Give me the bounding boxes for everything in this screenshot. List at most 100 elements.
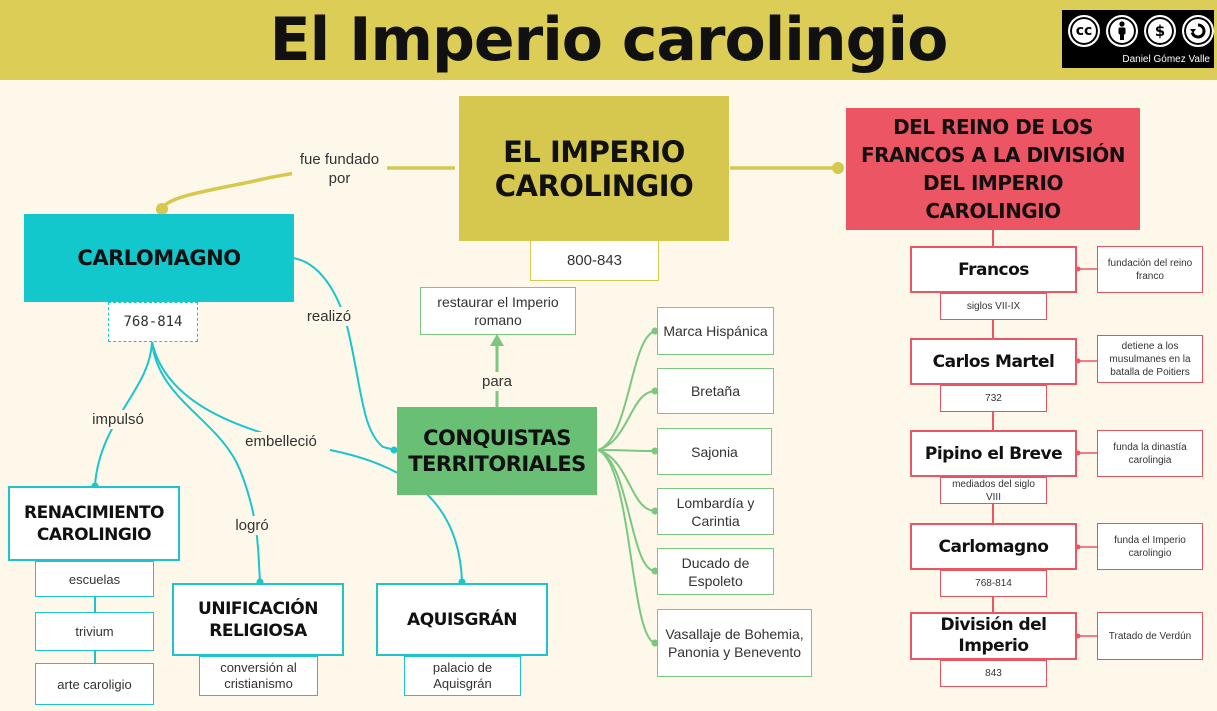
aquisgran-detail-label: palacio de Aquisgrán	[432, 660, 493, 691]
license-badge: cc $ Daniel Gómez Valle	[1062, 10, 1214, 68]
author-name: Daniel Gómez Valle	[1122, 54, 1210, 65]
renacimiento-item-2: trivium	[35, 612, 154, 651]
aquisgran-label: AQUISGRÁN	[407, 609, 517, 630]
para-label: para	[477, 372, 517, 391]
timeline-note-2: detiene a los musulmanes en la batalla d…	[1097, 335, 1203, 383]
fan-line-1	[597, 330, 656, 451]
attribution-icon	[1106, 15, 1138, 47]
aquisgran-detail-box: palacio de Aquisgrán	[404, 656, 521, 696]
sharealike-icon	[1182, 15, 1214, 47]
realizo-dot	[390, 446, 398, 454]
fan-line-4	[597, 449, 656, 512]
territory-box-5: Ducado de Espoleto	[657, 548, 774, 595]
territory-label-4: Lombardía y Carintia	[676, 494, 755, 529]
timeline-date-label-3: mediados del siglo VIII	[952, 478, 1035, 503]
main-dates-box: 800-843	[530, 240, 659, 281]
timeline-step-label-3: Pipino el Breve	[924, 443, 1063, 464]
territory-label-3: Sajonia	[691, 443, 738, 460]
timeline-date-5: 843	[940, 660, 1047, 687]
fan-line-2	[597, 390, 656, 451]
main-topic-box: EL IMPERIO CAROLINGIO	[459, 96, 729, 241]
timeline-date-label-2: 732	[985, 393, 1002, 404]
page-title: El Imperio carolingio	[269, 5, 949, 75]
fan-dot-6	[651, 639, 659, 647]
renacimiento-box: RENACIMIENTO CAROLINGIO	[8, 486, 180, 561]
fan-dot-5	[651, 567, 659, 575]
embellecio-label: embelleció	[232, 432, 330, 451]
unificacion-detail-label: conversión al cristianismo	[220, 660, 297, 691]
purpose-label: restaurar el Imperio romano	[437, 294, 559, 328]
timeline-step-2: Carlos Martel	[910, 338, 1077, 385]
fan-line-5	[597, 449, 656, 572]
timeline-note-label-4: funda el Imperio carolingio	[1114, 534, 1186, 559]
conquistas-box: CONQUISTAS TERRITORIALES	[397, 407, 597, 495]
territory-label-5: Ducado de Espoleto	[681, 554, 750, 589]
cc-icon: cc	[1068, 15, 1100, 47]
renacimiento-item-label-2: trivium	[75, 624, 114, 639]
territory-box-3: Sajonia	[657, 428, 772, 475]
timeline-date-label-1: siglos VII-IX	[966, 301, 1021, 312]
impulso-label: impulsó	[86, 410, 150, 429]
carlomagno-label: CARLOMAGNO	[77, 246, 241, 270]
fan-dot-2	[651, 387, 659, 395]
timeline-note-label-5: Tratado de Verdún	[1108, 630, 1192, 642]
territory-label-2: Bretaña	[690, 383, 741, 399]
timeline-note-3: funda la dinastía carolingia	[1097, 430, 1203, 477]
fan-line-3	[597, 449, 656, 452]
fan-line-6	[597, 449, 656, 644]
renacimiento-item-label-3: arte caroligio	[57, 676, 132, 692]
founded-by-label: fue fundado por	[292, 150, 387, 188]
renacimiento-item-1: escuelas	[35, 561, 154, 597]
fan-dot-4	[651, 507, 659, 515]
conquistas-label: CONQUISTAS TERRITORIALES	[408, 426, 586, 476]
territory-box-4: Lombardía y Carintia	[657, 488, 774, 535]
realizo-line	[292, 257, 396, 451]
territory-label-1: Marca Hispánica	[663, 323, 768, 339]
carlomagno-dates-label: 768-814	[123, 314, 183, 330]
territory-box-2: Bretaña	[657, 368, 774, 414]
renacimiento-item-label-1: escuelas	[68, 571, 121, 587]
purpose-box: restaurar el Imperio romano	[420, 287, 576, 335]
noncommercial-icon: $	[1144, 15, 1176, 47]
timeline-title-label: DEL REINO DE LOS FRANCOS A LA DIVISIÓN D…	[860, 115, 1126, 223]
timeline-date-1: siglos VII-IX	[940, 293, 1047, 320]
aquisgran-box: AQUISGRÁN	[376, 583, 548, 656]
main-dates-label: 800-843	[566, 252, 623, 269]
territory-box-1: Marca Hispánica	[657, 307, 774, 355]
timeline-step-label-4: Carlomagno	[938, 536, 1049, 557]
timeline-date-label-4: 768-814	[975, 578, 1012, 589]
timeline-step-5: División del Imperio	[910, 612, 1077, 660]
timeline-title-box: DEL REINO DE LOS FRANCOS A LA DIVISIÓN D…	[846, 108, 1140, 230]
header-bar	[0, 0, 1217, 80]
timeline-step-1: Francos	[910, 246, 1077, 293]
timeline-step-3: Pipino el Breve	[910, 430, 1077, 477]
timeline-step-label-1: Francos	[958, 259, 1029, 280]
timeline-link-dot	[832, 162, 844, 174]
logro-line	[151, 341, 261, 583]
fan-dot-3	[651, 447, 659, 455]
carlomagno-dates-box: 768-814	[108, 302, 198, 342]
timeline-step-4: Carlomagno	[910, 523, 1077, 570]
unificacion-detail-box: conversión al cristianismo	[199, 656, 318, 696]
realizo-label: realizó	[300, 307, 358, 326]
timeline-step-label-2: Carlos Martel	[932, 351, 1055, 372]
timeline-note-5: Tratado de Verdún	[1097, 612, 1203, 660]
timeline-note-label-3: funda la dinastía carolingia	[1113, 441, 1187, 466]
main-topic-label: EL IMPERIO CAROLINGIO	[494, 134, 694, 203]
timeline-note-4: funda el Imperio carolingio	[1097, 523, 1203, 570]
timeline-date-2: 732	[940, 385, 1047, 412]
carlomagno-box: CARLOMAGNO	[24, 214, 294, 302]
para-arrow	[490, 334, 504, 346]
territory-label-6: Vasallaje de Bohemia, Panonia y Benevent…	[665, 626, 804, 660]
fan-dot-1	[651, 327, 659, 335]
timeline-date-label-5: 843	[985, 668, 1002, 679]
renacimiento-item-3: arte caroligio	[35, 663, 154, 705]
timeline-note-label-1: fundación del reino franco	[1107, 257, 1193, 282]
renacimiento-label: RENACIMIENTO CAROLINGIO	[23, 502, 165, 545]
impulso-line	[94, 341, 153, 486]
unificacion-box: UNIFICACIÓN RELIGIOSA	[172, 583, 344, 656]
timeline-note-label-2: detiene a los musulmanes en la batalla d…	[1109, 340, 1191, 378]
timeline-date-4: 768-814	[940, 570, 1047, 597]
timeline-step-label-5: División del Imperio	[940, 615, 1047, 656]
founded-dot	[156, 203, 168, 215]
